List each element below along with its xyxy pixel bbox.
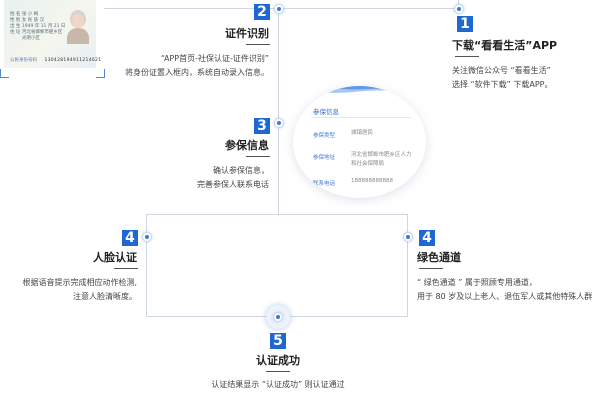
step1-title: 下载“看看生活”APP [452,39,558,52]
insurance-address-line1: 河北省邯郸市肥乡区人力 [351,152,412,158]
connector-center-vertical [278,8,279,214]
insurance-type-label: 参保类型 [313,133,336,139]
step4a-number-badge: 4 [122,230,138,246]
insurance-address-label: 参保地址 [313,155,336,161]
node-step4b [403,232,413,242]
step2-desc-line1: “APP首页-社保认证-证件识别” [160,54,269,63]
connector-right-down [407,214,408,316]
scan-frame-corner-bottom-left [0,69,9,78]
node-step1 [454,4,464,14]
node-step2 [274,4,284,14]
step3-number-badge: 3 [254,118,270,134]
step5-divider [266,371,290,372]
step4b-divider [419,268,443,269]
connector-left-of-step2 [104,8,278,9]
step4a-desc-line2: 注意人脸清晰度。 [73,292,137,301]
step1-desc-line2: 选择 “软件下载” 下载APP。 [452,80,553,89]
card-wave-decoration [293,86,426,100]
phone-value: 188888888888 [351,178,393,184]
step4b-title: 绿色通道 [417,251,461,264]
connector-middle-horizontal [146,214,408,215]
id-card-number-label: 公民身份号码 [10,58,37,63]
step5-title: 认证成功 [256,354,300,367]
step5-desc-line1: 认证结果显示 “认证成功” 则认证通过 [211,380,345,389]
id-card-birth-value: 1949 年 11 月 21 日 [21,24,66,29]
step2-desc-line2: 将身份证置入框内，系统自动录入信息。 [125,68,269,77]
phone-label: 联系电话 [313,181,336,187]
step4b-desc-line2: 用于 80 岁及以上老人、退伍军人或其他特殊人群 [417,292,593,301]
node-step4a [142,232,152,242]
insurance-address-line2: 和社会保障局 [351,161,385,167]
id-card-sex-value: 女 民 族 汉 [21,18,45,23]
step3-desc-line1: 确认参保信息， [213,166,269,175]
step2-divider [246,44,270,45]
step4a-title: 人脸认证 [93,251,137,264]
step4b-desc-line1: “ 绿色通道 ” 属于照顾专用通道， [417,278,537,287]
id-card-number: 130428194911214621 [44,58,102,63]
node-step5 [273,312,283,322]
step1-divider [455,56,479,57]
id-card-image: 姓 名 张 小 梅 性 别 女 民 族 汉 出 生 1949 年 11 月 21… [4,0,101,68]
step4b-number-badge: 4 [419,230,435,246]
id-card-address-value-2: 光明小区 [22,36,40,41]
step2-number-badge: 2 [254,4,270,20]
step4a-divider [114,268,138,269]
id-card-name-value: 张 小 梅 [21,12,39,17]
insurance-info-card: 参保信息 参保类型 城镇居民 参保地址 河北省邯郸市肥乡区人力 和社会保障局 联… [293,86,426,198]
step2-title: 证件识别 [225,27,269,40]
node-step3 [274,118,284,128]
step1-desc-line1: 关注微信公众号 “看看生活” [452,66,551,75]
connector-top [278,8,458,9]
id-card-address-value: 河北省邯郸市肥乡区 [21,30,63,35]
step3-divider [246,156,270,157]
portrait-photo [66,8,90,44]
id-card-sex-label: 性 别 [10,18,21,23]
step4a-desc-line1: 根据语音提示完成相应动作检测, [22,278,137,287]
scan-frame-corner-bottom-right [96,69,105,78]
insurance-type-value: 城镇居民 [351,130,374,136]
id-card-name-label: 姓 名 [10,12,21,17]
info-card-heading: 参保信息 [313,108,339,116]
connector-left-down [146,214,147,316]
step5-number-badge: 5 [270,333,286,349]
step3-desc-line2: 完善参保人联系电话 [197,180,269,189]
step1-number-badge: 1 [457,16,473,32]
id-card-birth-label: 出 生 [10,24,21,29]
step3-title: 参保信息 [225,139,269,152]
id-card-address-label: 住 址 [10,30,21,35]
